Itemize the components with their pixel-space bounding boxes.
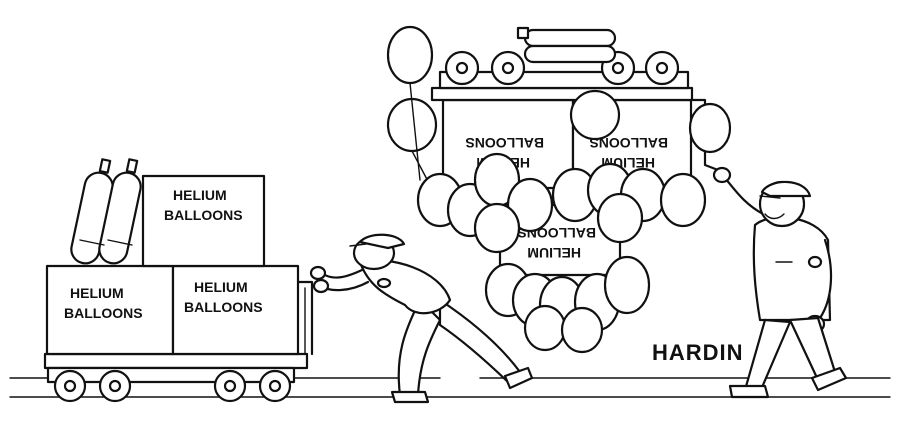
crate-label-line2: BALLOONS (589, 135, 668, 151)
crate-label-line2: BALLOONS (465, 135, 544, 151)
crate-label-line2: BALLOONS (164, 207, 243, 223)
crate-label-line1: HELIUM (194, 279, 248, 295)
gas-cylinders (70, 158, 142, 265)
right-cart: HELIUM BALLOONS HELIUM BALLOONS HELIUM B… (386, 25, 732, 354)
left-cart: HELIUM BALLOONS HELIUM BALLOONS HELIUM B… (43, 158, 314, 403)
crate-label-line1: HELIUM (527, 245, 581, 261)
balloons (386, 25, 732, 354)
crate-label-line2: BALLOONS (184, 299, 263, 315)
artist-signature: HARDIN (652, 340, 744, 365)
crate-left-top (141, 174, 266, 268)
cart-wheels (53, 369, 292, 403)
crate-label-line2: BALLOONS (64, 305, 143, 321)
crate-label-line1: HELIUM (70, 285, 124, 301)
walking-worker (712, 166, 848, 399)
pushing-worker (309, 233, 534, 404)
crate-left-bottom-2 (171, 264, 300, 356)
crate-label-line1: HELIUM (173, 187, 227, 203)
upside-down-wheels (444, 50, 680, 86)
crate-left-bottom-1 (45, 264, 175, 356)
